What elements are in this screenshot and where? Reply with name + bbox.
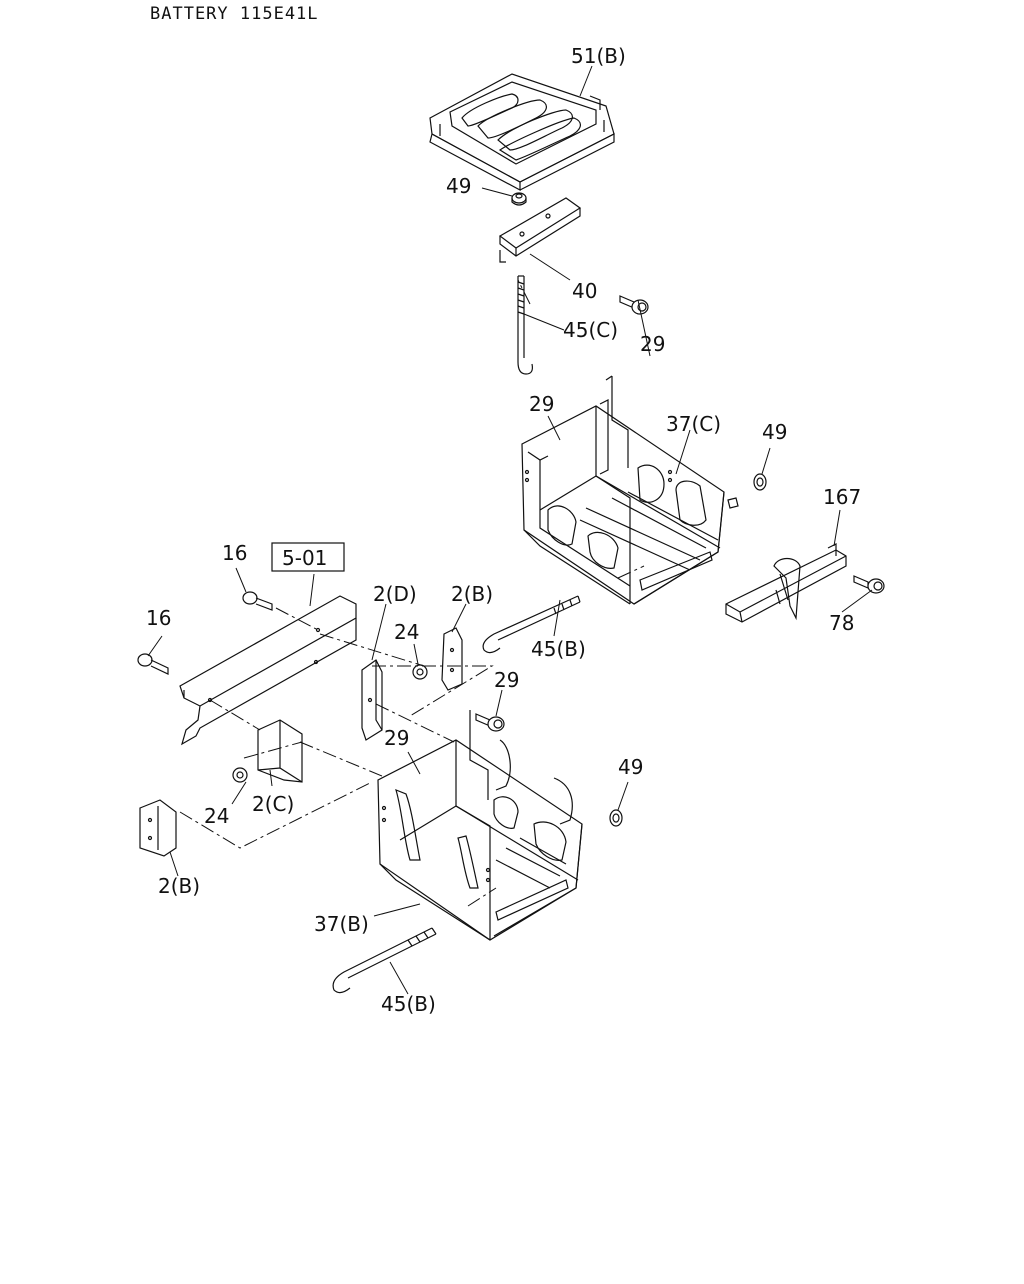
label-29-a: 29 — [640, 332, 665, 356]
bolt-part — [137, 653, 169, 675]
label-16-upper: 16 — [222, 541, 247, 565]
battery-cover-part — [429, 73, 615, 191]
nut-part — [609, 809, 623, 827]
diagram-title: BATTERY 115E41L — [150, 4, 319, 24]
bracket-part — [257, 719, 303, 783]
label-29-b: 29 — [529, 392, 554, 416]
j-bolt-part — [332, 927, 437, 994]
label-2b-lower: 2(B) — [158, 874, 200, 898]
label-37c: 37(C) — [666, 412, 721, 436]
bracket-part — [139, 799, 177, 857]
label-45b-upper: 45(B) — [531, 637, 586, 661]
label-49-top: 49 — [446, 174, 471, 198]
label-16-lower: 16 — [146, 606, 171, 630]
reference-label: 5-01 — [282, 546, 327, 570]
bolt-part — [475, 713, 505, 732]
label-78: 78 — [829, 611, 854, 635]
label-2b-upper: 2(B) — [451, 582, 493, 606]
label-24-lower: 24 — [204, 804, 229, 828]
label-24-upper: 24 — [394, 620, 419, 644]
nut-part — [232, 767, 248, 783]
frame-rail-part — [179, 595, 357, 746]
label-29-d: 29 — [384, 726, 409, 750]
label-37b: 37(B) — [314, 912, 369, 936]
battery-tray-upper-part — [521, 375, 739, 605]
clamp-plate-part — [498, 197, 582, 263]
leader-lines — [147, 65, 873, 995]
holder-bracket-part — [725, 543, 847, 623]
label-49-right-lower: 49 — [618, 755, 643, 779]
bracket-part — [441, 627, 463, 691]
label-45c: 45(C) — [563, 318, 618, 342]
bolt-part — [242, 591, 273, 611]
label-49-right-upper: 49 — [762, 420, 787, 444]
nut-part — [412, 664, 428, 680]
label-40: 40 — [572, 279, 597, 303]
bracket-part — [361, 659, 383, 741]
label-2c: 2(C) — [252, 792, 294, 816]
alignment-lines — [179, 279, 645, 907]
label-29-c: 29 — [494, 668, 519, 692]
j-bolt-part — [482, 595, 581, 654]
battery-tray-lower-part — [377, 710, 583, 941]
label-45b-lower: 45(B) — [381, 992, 436, 1016]
label-2d: 2(D) — [373, 582, 417, 606]
reference-box — [271, 542, 345, 572]
nut-part — [753, 473, 767, 491]
bolt-part — [619, 295, 649, 315]
bolt-part — [853, 575, 885, 594]
label-51b: 51(B) — [571, 44, 626, 68]
j-bolt-part — [517, 275, 533, 375]
label-167: 167 — [823, 485, 861, 509]
nut-part — [511, 192, 527, 206]
